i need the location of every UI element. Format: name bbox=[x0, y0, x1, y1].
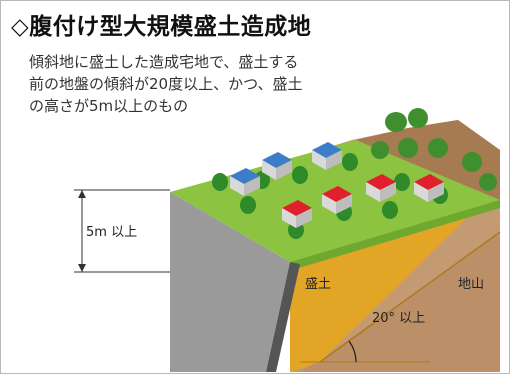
house-blue-2 bbox=[262, 152, 292, 180]
house-red-3 bbox=[366, 174, 396, 202]
description-line-3: の高さが5m以上のもの bbox=[29, 97, 189, 115]
slope-line bbox=[319, 231, 501, 363]
tree bbox=[462, 152, 482, 172]
height-label: 5m 以上 bbox=[86, 225, 137, 240]
retaining-wall-side bbox=[266, 262, 300, 372]
dimension-arrow-down bbox=[78, 264, 86, 272]
dimension-arrow-up bbox=[78, 190, 86, 198]
natural-ground-shadow bbox=[300, 232, 500, 372]
figure-title: ◇腹付け型大規模盛土造成地 bbox=[11, 14, 312, 40]
house-red-2 bbox=[322, 186, 352, 214]
ground-label: 地山 bbox=[458, 277, 484, 292]
tree bbox=[428, 138, 448, 158]
figure-description: 傾斜地に盛土した造成宅地で、盛土する 前の地盤の傾斜が20度以上、かつ、盛土 の… bbox=[29, 51, 499, 117]
embankment-fill bbox=[290, 205, 480, 372]
tree bbox=[394, 173, 410, 191]
house-blue-1 bbox=[230, 168, 260, 196]
height-dimension bbox=[74, 189, 170, 273]
grass-edge bbox=[290, 200, 500, 270]
tree bbox=[479, 173, 497, 191]
hill-trees bbox=[371, 108, 497, 191]
retaining-wall-front bbox=[170, 192, 290, 372]
tree bbox=[382, 201, 398, 219]
tree bbox=[408, 108, 428, 128]
tree bbox=[292, 166, 308, 184]
angle-label: 20° 以上 bbox=[372, 311, 425, 326]
fill-label: 盛土 bbox=[305, 277, 331, 292]
description-line-1: 傾斜地に盛土した造成宅地で、盛土する bbox=[29, 53, 299, 71]
house-red-1 bbox=[282, 200, 312, 228]
description-line-2: 前の地盤の傾斜が20度以上、かつ、盛土 bbox=[29, 75, 303, 93]
tree bbox=[240, 196, 256, 214]
tree bbox=[371, 141, 389, 159]
house-red-4 bbox=[414, 174, 444, 202]
tree bbox=[385, 112, 407, 132]
hill-crest bbox=[356, 120, 500, 200]
tree bbox=[398, 138, 418, 158]
tree bbox=[342, 153, 358, 171]
terrace-trees bbox=[212, 153, 448, 239]
house-blue-3 bbox=[312, 142, 342, 170]
angle-arc bbox=[348, 340, 357, 363]
tree bbox=[212, 173, 228, 191]
